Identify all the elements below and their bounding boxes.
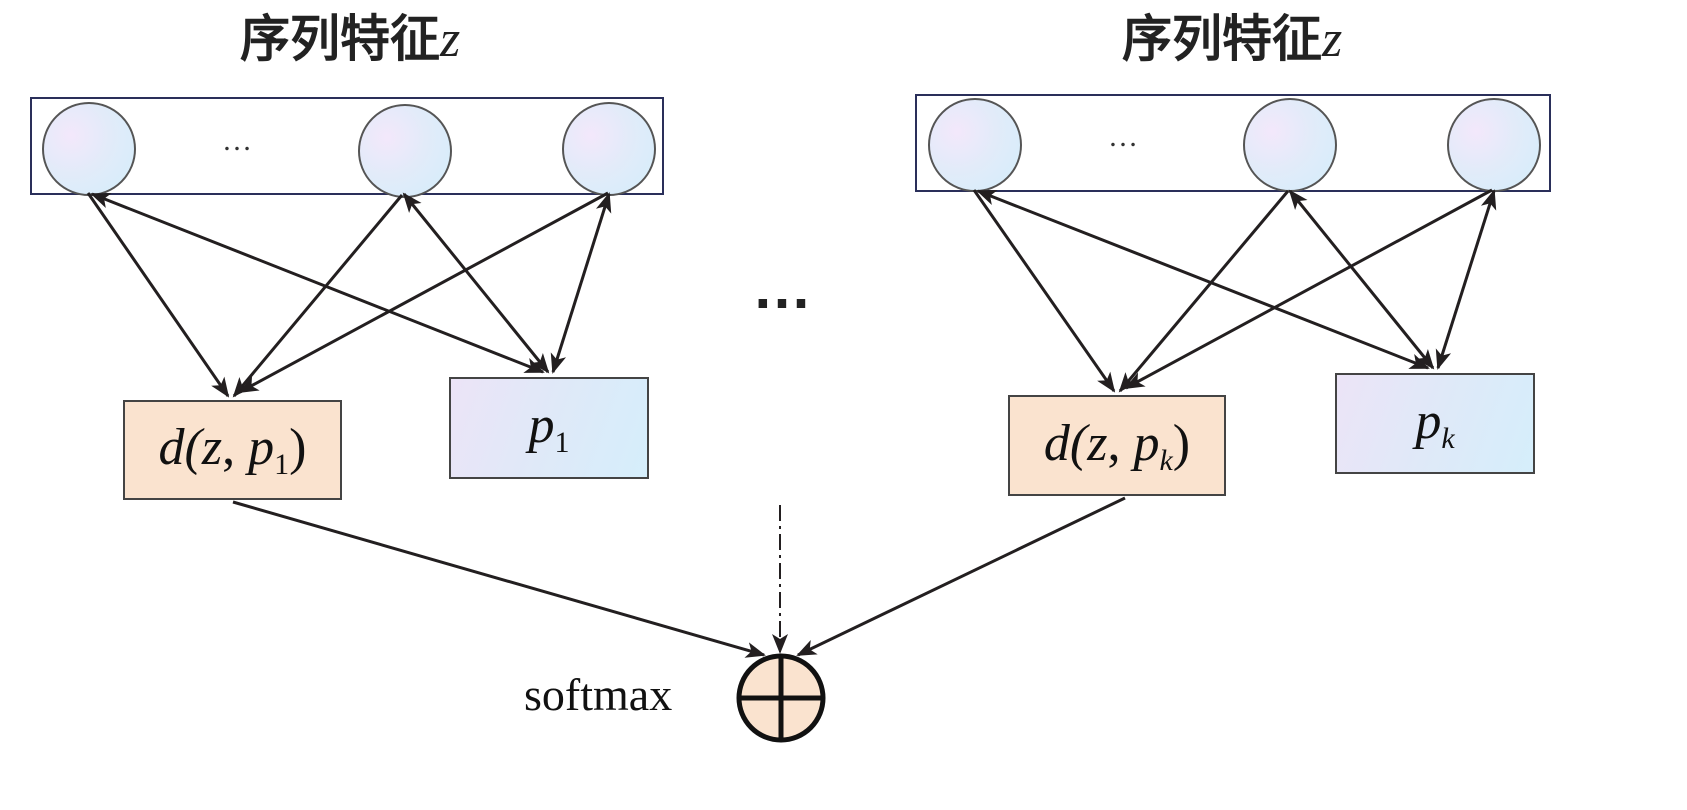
arrow-left-distance-to-softmax <box>232 500 766 658</box>
right-feature-node-1 <box>928 98 1022 192</box>
right-prototype-label: pk <box>1415 392 1455 455</box>
right-arrow-node3-prototype <box>1435 189 1497 370</box>
right-title-text: 序列特征 <box>1122 9 1322 68</box>
right-prototype-box: pk <box>1335 373 1535 474</box>
left-distance-label: d(z, p1) <box>158 419 307 481</box>
left-arrow-node2-prototype <box>402 192 550 374</box>
left-arrow-node3-to-distance <box>238 191 609 394</box>
right-feature-ellipsis: … <box>1108 120 1138 153</box>
right-title-var: z <box>1322 11 1343 68</box>
left-arrow-node2-to-distance <box>232 194 404 398</box>
left-prototype-label: p1 <box>528 397 570 459</box>
left-title-text: 序列特征 <box>240 9 440 68</box>
right-feature-node-2 <box>1243 98 1337 192</box>
right-arrow-node2-prototype <box>1288 189 1435 370</box>
left-title-var: z <box>440 11 461 68</box>
right-distance-box: d(z, pk) <box>1008 395 1226 496</box>
right-arrow-node1-to-distance <box>972 189 1116 393</box>
left-prototype-box: p1 <box>449 377 649 479</box>
right-feature-node-3 <box>1447 98 1541 192</box>
left-title: 序列特征z <box>240 14 460 66</box>
left-arrow-node3-prototype <box>550 192 612 374</box>
middle-ellipsis: … <box>752 254 816 321</box>
right-distance-label: d(z, pk) <box>1043 414 1191 477</box>
right-title: 序列特征z <box>1122 14 1342 66</box>
right-arrow-node2-to-distance <box>1118 190 1290 393</box>
softmax-label: softmax <box>524 669 673 720</box>
left-distance-box: d(z, p1) <box>123 400 342 500</box>
arrow-right-distance-to-softmax <box>796 496 1126 657</box>
softmax-sum-icon <box>736 653 826 743</box>
left-feature-ellipsis: … <box>222 124 252 157</box>
left-arrow-node1-to-distance <box>86 192 230 398</box>
right-arrow-node3-to-distance <box>1124 188 1493 390</box>
